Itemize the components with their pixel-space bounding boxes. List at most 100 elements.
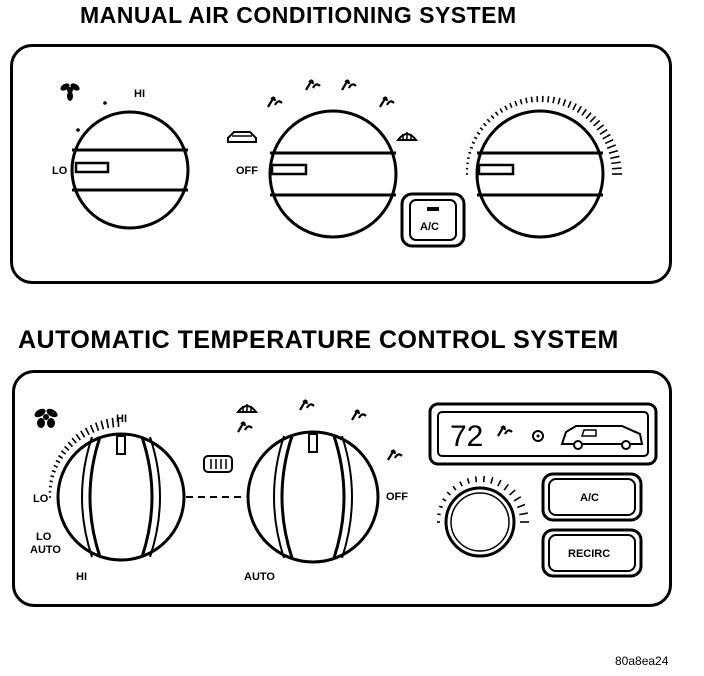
scale-tick [562, 99, 567, 107]
scale-tick [64, 445, 70, 451]
manual-ac-button-label: A/C [420, 221, 439, 233]
auto-mode-auto-label: AUTO [244, 571, 275, 583]
scale-tick [596, 124, 605, 131]
scale-tick [469, 146, 474, 150]
manual-temperature-knob[interactable] [475, 109, 605, 239]
manual-fan-knob[interactable] [70, 110, 190, 230]
scale-tick [599, 128, 608, 135]
scale-tick [437, 513, 441, 516]
auto-mode-off-label: OFF [386, 491, 408, 503]
scale-tick [111, 417, 115, 428]
ac-indicator-light [427, 207, 439, 211]
scale-tick [53, 464, 58, 468]
temperature-display: 72 [428, 402, 658, 466]
recirc-car-icon [227, 131, 257, 143]
scale-tick [519, 98, 523, 105]
auto-fan-lo-label: LO [33, 493, 49, 505]
scale-tick [471, 141, 476, 145]
scale-tick [67, 441, 74, 448]
scale-tick [466, 478, 470, 484]
fan-icon [60, 83, 80, 101]
scale-tick [479, 127, 484, 131]
bi-level-icon [236, 420, 254, 434]
automatic-control-panel [12, 370, 672, 607]
scale-tick [473, 136, 478, 140]
scale-tick [514, 100, 518, 107]
temperature-scale [437, 475, 529, 523]
temperature-scale [465, 95, 622, 175]
scale-tick [552, 96, 556, 104]
scale-tick [530, 96, 533, 103]
bi-level-icon [304, 78, 322, 92]
scale-tick [474, 476, 478, 483]
fan-speed-scale [48, 417, 120, 498]
scale-tick [482, 475, 486, 483]
floor-icon [386, 448, 404, 462]
scale-tick [459, 481, 463, 487]
scale-tick [71, 437, 77, 444]
scale-tick [513, 496, 522, 502]
sun-sensor-icon [532, 430, 544, 442]
vent-icon [266, 95, 284, 109]
scale-tick [482, 122, 487, 127]
floor-icon [350, 408, 368, 422]
scale-tick [610, 155, 620, 160]
scale-tick [494, 111, 499, 116]
recirc-button-label: RECIRC [568, 548, 610, 560]
manual-system-title: MANUAL AIR CONDITIONING SYSTEM [80, 2, 517, 28]
scale-tick [468, 151, 472, 155]
manual-ac-button[interactable]: A/C [400, 192, 466, 248]
scale-tick [519, 512, 528, 516]
scale-tick [497, 479, 502, 487]
auto-fan-hi-label: HI [116, 413, 127, 425]
scale-tick [486, 118, 491, 123]
auto-fan-lo-auto-label-1: LO [36, 531, 52, 543]
manual-control-panel [10, 44, 672, 284]
scale-tick [55, 459, 61, 464]
vent-icon [298, 398, 316, 412]
scale-tick [75, 433, 81, 441]
scale-tick [525, 97, 528, 104]
scale-tick [89, 424, 95, 433]
scale-tick [557, 97, 561, 105]
scale-tick [100, 420, 105, 430]
scale-tick [51, 469, 56, 473]
auto-ac-button[interactable]: A/C [541, 472, 643, 522]
defrost-icon [235, 404, 259, 413]
scale-tick [509, 489, 516, 496]
fan-icon [34, 408, 58, 428]
scale-tick [50, 475, 55, 478]
scale-tick [95, 422, 100, 431]
scale-tick [602, 133, 611, 140]
defrost-icon [395, 132, 419, 141]
auto-fan-knob[interactable] [56, 432, 186, 562]
scale-tick [572, 103, 577, 111]
auto-temperature-knob[interactable] [444, 486, 516, 558]
floor-defrost-icon [378, 95, 396, 109]
scale-tick [589, 115, 597, 123]
rear-defrost-icon [203, 455, 233, 473]
manual-mode-knob[interactable] [268, 109, 398, 239]
scale-tick [517, 503, 526, 509]
scale-tick [503, 483, 510, 491]
recirc-button[interactable]: RECIRC [541, 528, 643, 578]
scale-tick [84, 427, 90, 436]
auto-mode-knob[interactable] [246, 430, 380, 564]
scale-tick [490, 477, 494, 484]
scale-tick [504, 105, 508, 111]
scale-tick [438, 505, 443, 509]
auto-fan-lo-auto-label-2: AUTO [30, 544, 61, 556]
manual-fan-hi-label: HI [134, 88, 145, 100]
display-temperature: 72 [450, 420, 483, 453]
scale-tick [60, 450, 67, 455]
car-icon [560, 425, 644, 450]
scale-tick [80, 430, 86, 438]
scale-tick [499, 108, 504, 113]
scale-tick [476, 131, 481, 135]
manual-fan-lo-label: LO [52, 165, 68, 177]
scale-tick [604, 138, 614, 145]
scale-tick [57, 454, 64, 460]
scale-tick [567, 100, 572, 109]
scale-tick [509, 102, 513, 109]
